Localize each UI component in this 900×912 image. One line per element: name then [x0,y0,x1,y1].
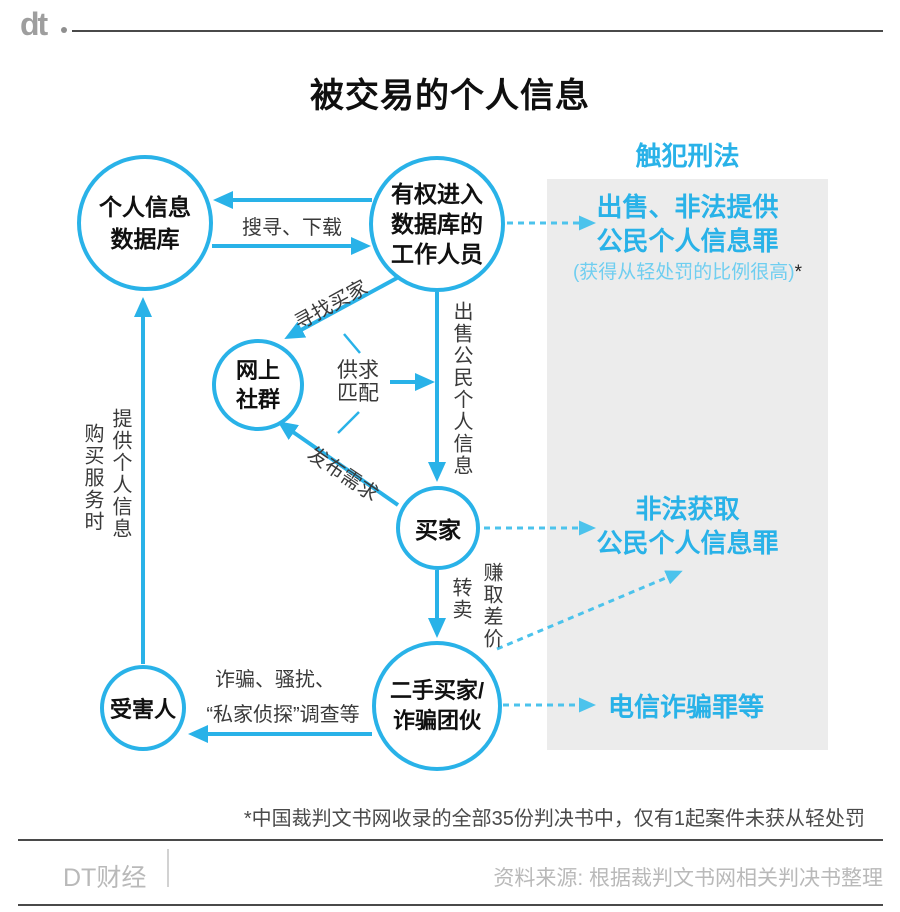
header-rule [72,30,883,32]
dt-logo: dt [20,6,48,42]
crime-telecom-fraud: 电信诈骗罪等 [608,692,765,722]
crime1-note-text: (获得从轻处罚的比例很高) [572,262,795,283]
edge-label-search-download: 搜寻、下载 [242,217,342,239]
node-secondhand-buyer-fraud-gang: 二手买家/ 诈骗团伙 [372,641,502,771]
supply-demand-line2: 匹配 [337,382,379,405]
node-victim: 受害人 [100,665,186,751]
connector-supply-lower [337,411,360,434]
criminal-law-panel [547,179,828,750]
footer-source: 资料来源: 根据裁判文书网相关判决书整理 [493,867,883,890]
footer-rule-bottom [18,904,883,906]
edge-label-fraud-harass-line1: 诈骗、骚扰、 [215,669,335,691]
footer-brand: DT财经 [63,864,147,892]
edge-label-post-demand: 发布需求 [303,443,382,507]
footer-rule-top [18,839,883,841]
node-authorized-staff: 有权进入 数据库的 工作人员 [369,156,505,292]
crime-sell-provide-info: 出售、非法提供 公民个人信息罪 (获得从轻处罚的比例很高)* [547,190,828,285]
node-online-community: 网上 社群 [212,339,304,431]
edge-label-resell: 转卖 [449,577,471,621]
node-staff-line1: 有权进入 [391,181,483,207]
node-staff-line2: 数据库的 [391,211,483,237]
panel-heading: 触犯刑法 [635,141,740,171]
edge-label-find-buyers: 寻找买家 [290,276,372,335]
node-staff-line3: 工作人员 [391,241,483,267]
node-community-line1: 网上 [235,358,280,383]
crime1-line1: 出售、非法提供 [596,192,779,222]
footer-divider [167,849,169,887]
edge-label-fraud-harass-line2: “私家侦探”调查等 [206,704,360,726]
node-database-line1: 个人信息 [99,194,191,220]
node-personal-info-database: 个人信息 数据库 [77,155,213,291]
crime1-note: (获得从轻处罚的比例很高)* [547,261,828,285]
footnote: *中国裁判文书网收录的全部35份判决书中，仅有1起案件未获从轻处罚 [243,808,865,830]
node-community-line2: 社群 [235,387,280,412]
supply-demand-line1: 供求 [337,359,379,382]
crime2-line2: 公民个人信息罪 [596,528,779,558]
edge-label-sell-citizen-info: 出售公民个人信息 [450,301,472,477]
crime2-line1: 非法获取 [635,494,740,524]
node-buyer: 买家 [396,486,480,570]
edge-label-earn-margin: 赚取差价 [480,562,502,650]
edge-label-when-buying-services: 购买服务时 [81,423,103,533]
node-database-line2: 数据库 [110,226,180,252]
edge-label-provide-personal-info: 提供个人信息 [109,408,131,540]
crime-illegal-obtain-info: 非法获取 公民个人信息罪 [547,492,828,560]
node-buyer-label: 买家 [415,517,461,543]
node-secondhand-line1: 二手买家/ [389,678,485,703]
edge-label-supply-demand-match: 供求 匹配 [320,359,396,405]
node-secondhand-line2: 诈骗团伙 [392,708,481,733]
node-victim-label: 受害人 [109,697,176,722]
page-title: 被交易的个人信息 [310,77,590,115]
crime1-line2: 公民个人信息罪 [596,226,779,256]
logo-dot-icon [61,27,67,33]
crime1-note-star: * [794,262,803,283]
connector-supply-upper [343,333,361,354]
